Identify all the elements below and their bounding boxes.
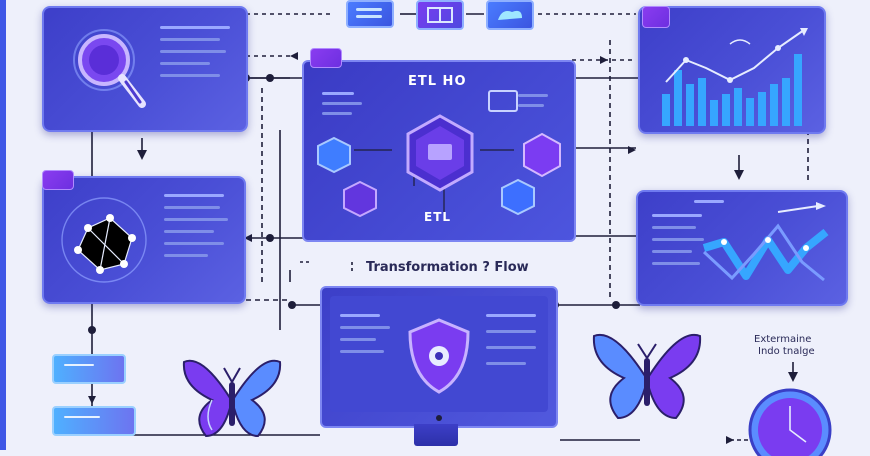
data-strip-2 (52, 406, 136, 436)
line-chart-panel (636, 190, 848, 306)
database-icon (346, 0, 394, 28)
network-graph-icon (61, 197, 147, 283)
hexagon-icon (317, 114, 561, 218)
etl-hub-panel: ETL HO ETL (302, 48, 576, 242)
butterfly-icon-right (592, 333, 702, 420)
network-tab (42, 170, 74, 190)
book-icon (416, 0, 464, 30)
shield-icon (408, 318, 470, 421)
line-chart-icon (702, 202, 829, 282)
side-note-line1: Extermaine (754, 334, 812, 345)
cloud-icon (486, 0, 534, 30)
chart-tab (642, 6, 670, 28)
etl-hub-title: ETL HO (408, 74, 467, 89)
orb-icon (748, 388, 832, 456)
magnifier-icon (73, 29, 146, 108)
monitor-stand (414, 424, 458, 446)
left-border (0, 0, 6, 450)
bar-chart-icon (662, 28, 808, 126)
flow-label: Transformation ? Flow (366, 260, 529, 275)
network-panel (42, 170, 246, 304)
search-panel (42, 6, 248, 132)
hub-tab (310, 48, 342, 68)
side-note-line2: Indo tnalge (758, 346, 815, 357)
bar-chart-panel (638, 6, 826, 134)
etl-hub-subtitle: ETL (424, 210, 452, 224)
butterfly-icon (182, 359, 282, 438)
monitor-screen (320, 286, 558, 428)
data-strip-1 (52, 354, 126, 384)
